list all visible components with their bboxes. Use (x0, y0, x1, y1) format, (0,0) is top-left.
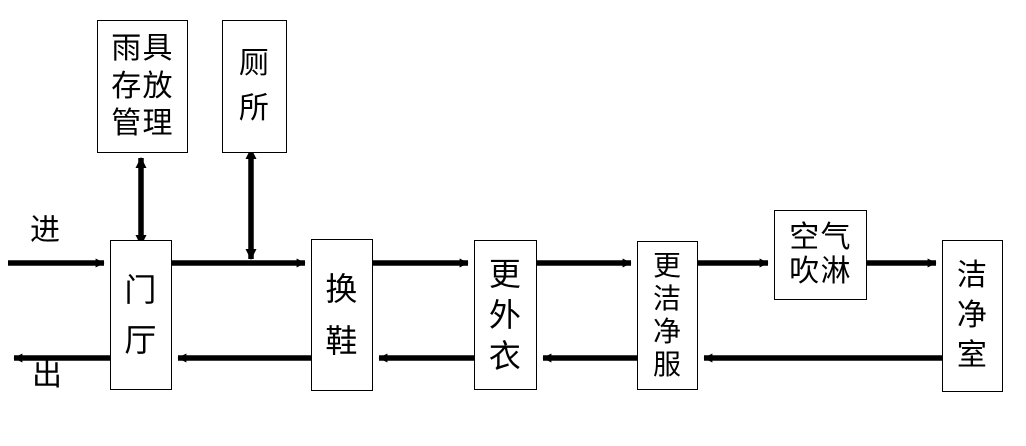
node-clean-room[interactable]: 洁 净 室 (942, 240, 1003, 392)
node-line: 外 (488, 296, 523, 334)
node-line: 存放 (111, 68, 174, 104)
node-toilet[interactable]: 厕 所 (222, 20, 287, 153)
node-line: 净 (956, 298, 989, 333)
node-line: 厕 (238, 45, 271, 81)
node-change-outerwear[interactable]: 更 外 衣 (474, 240, 537, 390)
node-line: 雨具 (111, 31, 174, 67)
node-line: 管理 (111, 105, 174, 141)
node-change-cleanroom-garment[interactable]: 更 洁 净 服 (637, 241, 698, 390)
node-line: 鞋 (325, 321, 359, 360)
node-line: 空气 (789, 220, 852, 255)
node-line: 换 (325, 270, 359, 309)
node-entrance-hall[interactable]: 门 厅 (110, 240, 172, 390)
entry-label: 进 (30, 213, 60, 248)
node-line: 吹淋 (789, 254, 852, 289)
node-line: 更 (488, 255, 523, 293)
node-line: 净 (652, 315, 683, 348)
node-line: 门 (124, 270, 158, 309)
node-line: 更 (652, 249, 683, 282)
node-air-shower[interactable]: 空气 吹淋 (774, 210, 867, 300)
node-line: 厅 (124, 321, 158, 360)
node-line: 服 (652, 348, 683, 381)
exit-label: 出 (32, 358, 62, 393)
node-line: 衣 (488, 337, 523, 375)
node-line: 洁 (652, 282, 683, 315)
node-rain-gear-storage[interactable]: 雨具 存放 管理 (97, 20, 188, 153)
node-line: 所 (238, 91, 271, 127)
node-line: 洁 (956, 258, 989, 293)
node-line: 室 (956, 338, 989, 373)
node-change-shoes[interactable]: 换 鞋 (311, 239, 373, 391)
